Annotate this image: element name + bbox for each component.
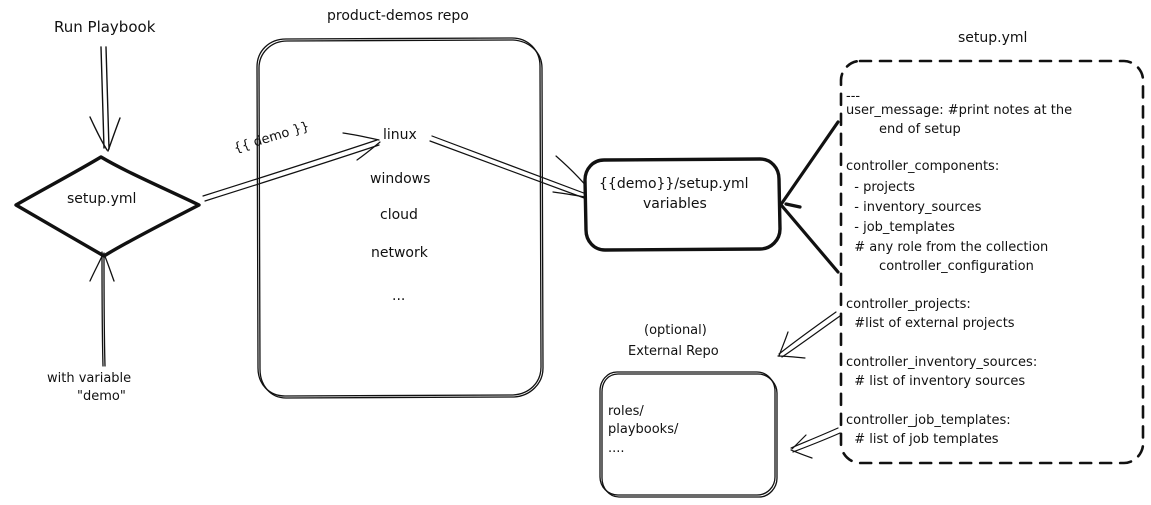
external-repo-content-ellipsis: ....	[608, 441, 625, 456]
setup-yml-file-shape	[839, 59, 1145, 465]
setup-yml-line-18: # list of job templates	[846, 432, 999, 447]
setup-yml-line-14: controller_inventory_sources:	[846, 355, 1038, 370]
setup-yml-line-1: user_message: #print notes at the	[846, 103, 1073, 118]
with-variable-label-line2: "demo"	[77, 389, 126, 404]
with-variable-arrow	[89, 251, 115, 367]
demo-setup-variables-line1: {{demo}}/setup.yml	[599, 176, 749, 192]
setup-yml-line-12: #list of external projects	[846, 316, 1015, 331]
setup-yml-line-11: controller_projects:	[846, 297, 971, 312]
setup-yml-file-title: setup.yml	[958, 30, 1028, 46]
run-playbook-arrow	[89, 46, 121, 152]
repo-item-windows: windows	[370, 171, 431, 187]
setup-yml-to-variables-wedge	[780, 120, 840, 274]
demo-variable-arrow	[202, 132, 381, 202]
setup-yml-decision-shape	[14, 155, 201, 258]
external-repo-content-roles: roles/	[608, 404, 644, 419]
demo-setup-variables-line2: variables	[643, 196, 707, 212]
setup-yml-line-17: controller_job_templates:	[846, 413, 1011, 428]
setup-yml-line-7: - job_templates	[846, 220, 955, 235]
setup-yml-line-4: controller_components:	[846, 159, 1000, 174]
external-repo-caption-line2: External Repo	[628, 344, 719, 359]
setup-yml-line-5: - projects	[846, 180, 915, 195]
setup-yml-line-8: # any role from the collection	[846, 240, 1049, 255]
controller-projects-to-external-repo-arrow	[777, 311, 841, 359]
setup-yml-decision-label: setup.yml	[67, 191, 137, 207]
run-playbook-label: Run Playbook	[54, 18, 156, 36]
external-repo-caption-line1: (optional)	[644, 323, 707, 338]
setup-yml-line-9: controller_configuration	[846, 259, 1034, 274]
external-repo-shape	[599, 371, 778, 498]
setup-yml-line-2: end of setup	[846, 122, 961, 137]
repo-item-ellipsis: ...	[392, 288, 406, 304]
setup-yml-line-6: - inventory_sources	[846, 200, 982, 215]
controller-job-templates-to-external-repo-arrow	[790, 427, 841, 459]
repo-item-cloud: cloud	[380, 207, 418, 223]
product-demos-repo-title: product-demos repo	[327, 8, 469, 24]
demo-setup-variables-shape	[583, 157, 782, 252]
repo-item-network: network	[371, 245, 428, 261]
setup-yml-line-15: # list of inventory sources	[846, 374, 1026, 389]
product-demos-repo-shape	[256, 37, 544, 399]
with-variable-label-line1: with variable	[47, 371, 132, 386]
repo-item-linux: linux	[383, 127, 417, 143]
setup-yml-line-0: ---	[846, 89, 861, 104]
external-repo-content-playbooks: playbooks/	[608, 422, 679, 437]
linux-to-variables-arrow	[429, 135, 598, 203]
